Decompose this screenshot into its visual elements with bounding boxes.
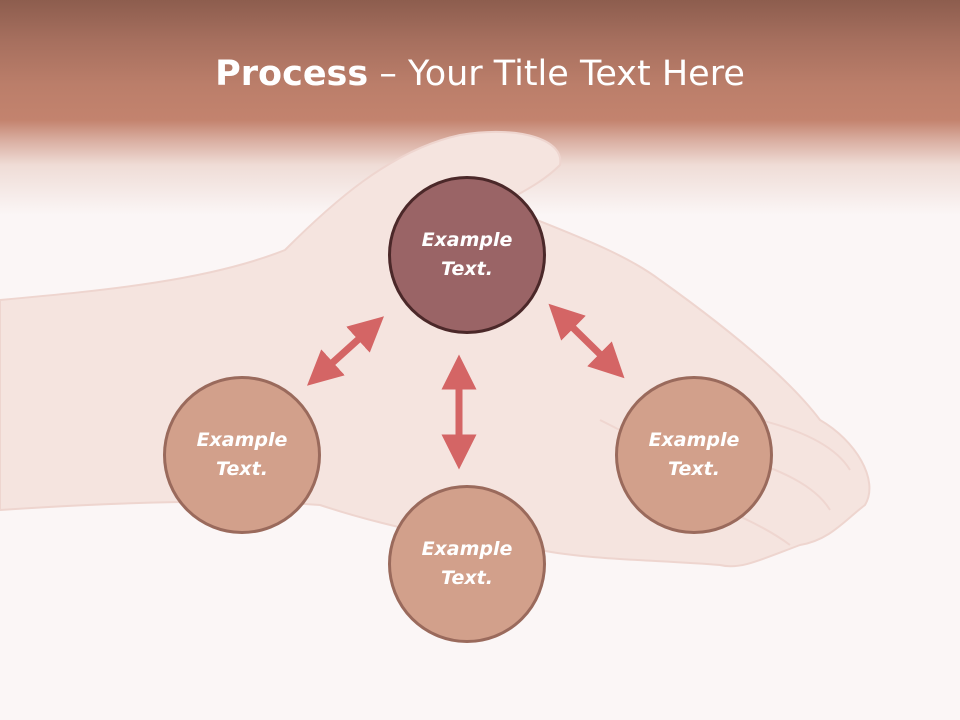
bottom-node-label-line1: Example bbox=[421, 538, 513, 560]
hub-node-label-line1: Example bbox=[421, 229, 513, 251]
bottom-node: Example Text. bbox=[388, 485, 546, 643]
right-node-label-line1: Example bbox=[648, 429, 740, 451]
arrow-top-right bbox=[548, 303, 625, 379]
title-bold: Process bbox=[215, 54, 369, 94]
title-rest: – Your Title Text Here bbox=[368, 54, 745, 94]
left-node-label-line1: Example bbox=[196, 429, 288, 451]
left-node-label-line2: Text. bbox=[216, 458, 268, 480]
right-node-label-line2: Text. bbox=[668, 458, 720, 480]
slide-title: Process – Your Title Text Here bbox=[0, 52, 960, 96]
arrow-top-left bbox=[307, 316, 384, 386]
right-node: Example Text. bbox=[615, 376, 773, 534]
hub-node: Example Text. bbox=[388, 176, 546, 334]
bottom-node-label-line2: Text. bbox=[441, 567, 493, 589]
left-node: Example Text. bbox=[163, 376, 321, 534]
hub-node-label-line2: Text. bbox=[441, 258, 493, 280]
